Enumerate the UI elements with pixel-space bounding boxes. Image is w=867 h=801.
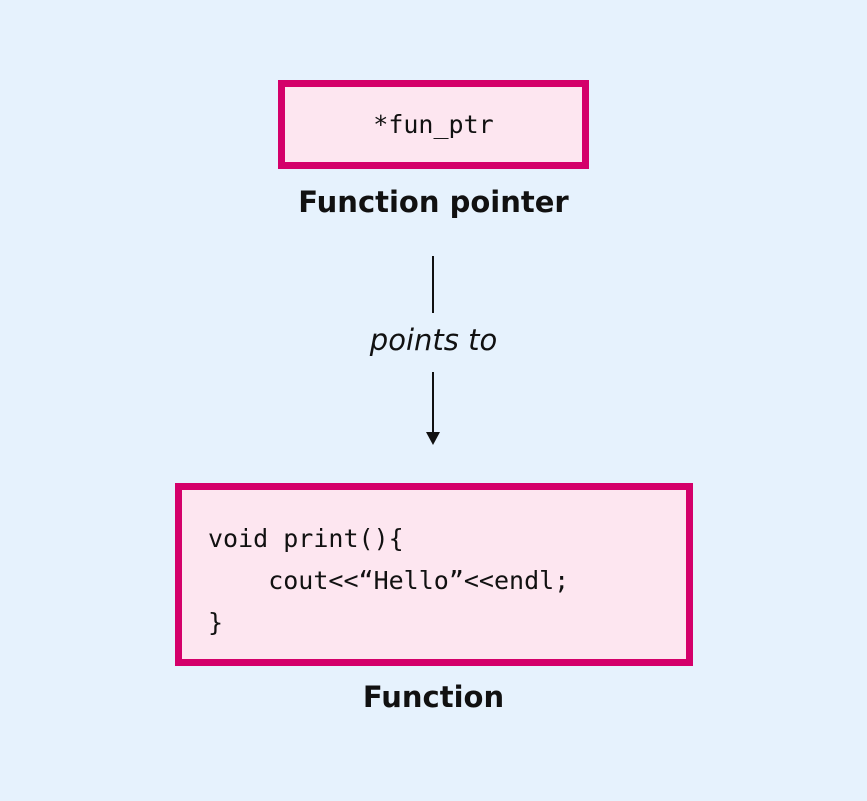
code-line: void print(){ [208, 524, 404, 553]
code-line: } [208, 608, 224, 637]
connector-line-bottom [432, 372, 434, 434]
code-line: cout<<“Hello”<<endl; [208, 566, 570, 595]
connector-line-top [432, 256, 434, 313]
function-pointer-box: *fun_ptr [278, 80, 589, 169]
edge-label: points to [369, 323, 498, 357]
function-label: Function [362, 680, 505, 714]
arrow-down-icon [426, 432, 440, 445]
function-pointer-label: Function pointer [298, 185, 569, 219]
pointer-code: *fun_ptr [373, 110, 494, 139]
function-box: void print(){ cout<<“Hello”<<endl; } [175, 483, 693, 666]
